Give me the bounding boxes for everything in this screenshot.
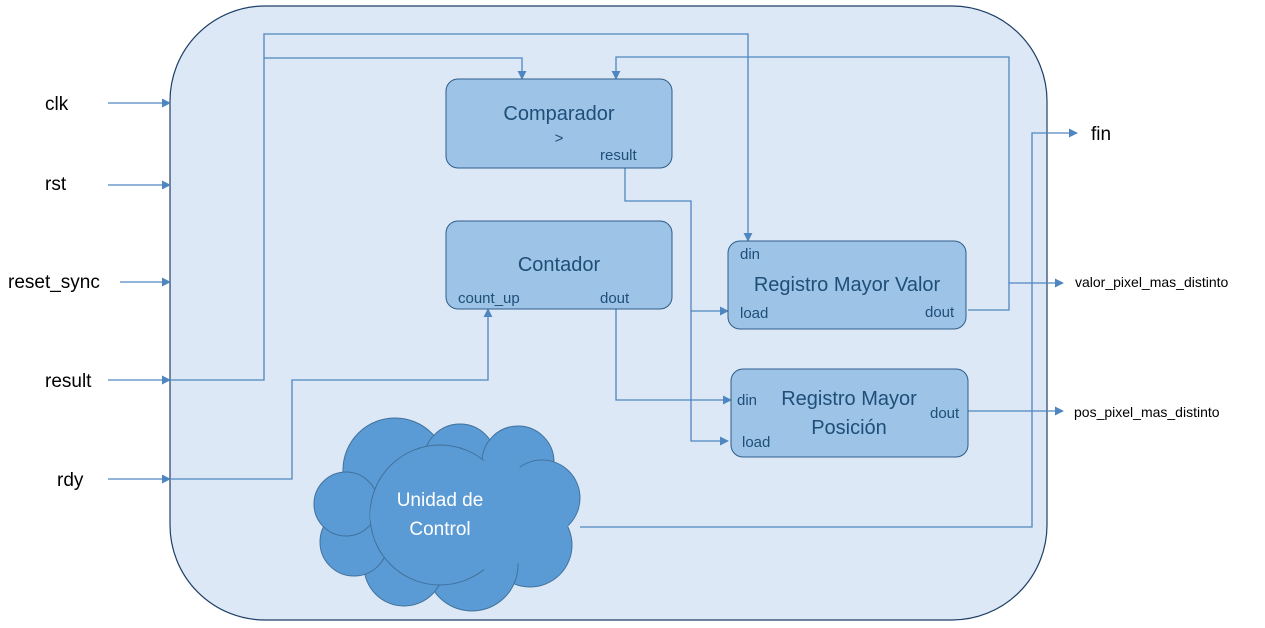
wire-result-bus bbox=[170, 33, 753, 381]
control-unit-line2: Control bbox=[409, 519, 470, 540]
wires bbox=[108, 33, 1078, 528]
wire-result-to-load-pos bbox=[690, 311, 729, 446]
output-pos-label: pos_pixel_mas_distinto bbox=[1074, 404, 1220, 420]
control-unit-line1: Unidad de bbox=[397, 490, 484, 511]
reg-valor-block: din Registro Mayor Valor load dout bbox=[727, 240, 967, 330]
reg-pos-din-port: din bbox=[737, 392, 757, 409]
reg-valor-title: Registro Mayor Valor bbox=[754, 274, 941, 296]
wire-valor-out bbox=[968, 278, 1064, 311]
reg-pos-box bbox=[730, 368, 969, 458]
contador-box bbox=[445, 220, 673, 310]
comparador-box bbox=[445, 78, 673, 169]
reg-valor-box bbox=[727, 240, 967, 330]
wire-feedback-to-comparador bbox=[611, 56, 1010, 283]
output-fin-label: fin bbox=[1091, 124, 1111, 145]
wire-rdy-to-count-up bbox=[170, 308, 493, 480]
wire-result-to-comparador bbox=[264, 57, 527, 80]
comparador-block: Comparador > result bbox=[445, 78, 673, 169]
reg-valor-dout-port: dout bbox=[925, 304, 955, 321]
reg-pos-block: din Registro Mayor Posición dout load bbox=[730, 368, 969, 458]
input-clk-label: clk bbox=[45, 94, 69, 115]
contador-block: Contador count_up dout bbox=[445, 220, 673, 310]
wire-contador-dout bbox=[615, 309, 732, 405]
reg-pos-load-port: load bbox=[742, 434, 770, 451]
output-valor-label: valor_pixel_mas_distinto bbox=[1075, 274, 1229, 290]
input-rst-label: rst bbox=[45, 174, 67, 195]
cloud-shape bbox=[313, 417, 581, 612]
wire-control-to-fin bbox=[580, 128, 1078, 528]
contador-count-up-port: count_up bbox=[458, 290, 520, 307]
input-reset-sync-label: reset_sync bbox=[8, 272, 100, 293]
reg-pos-dout-port: dout bbox=[930, 405, 960, 422]
comparador-result-port: result bbox=[600, 147, 638, 164]
reg-pos-title-line2: Posición bbox=[811, 417, 887, 439]
comparador-title: Comparador bbox=[503, 103, 615, 125]
contador-title: Contador bbox=[518, 254, 601, 276]
reg-valor-load-port: load bbox=[740, 305, 768, 322]
input-rdy-label: rdy bbox=[57, 470, 84, 491]
wire-comparador-result bbox=[624, 168, 729, 316]
comparador-symbol: > bbox=[555, 130, 564, 147]
reg-valor-din-port: din bbox=[740, 246, 760, 263]
reg-pos-title-line1: Registro Mayor bbox=[781, 388, 917, 410]
input-result-label: result bbox=[45, 371, 92, 392]
contador-dout-port: dout bbox=[600, 290, 630, 307]
control-unit: Unidad de Control bbox=[313, 417, 581, 612]
